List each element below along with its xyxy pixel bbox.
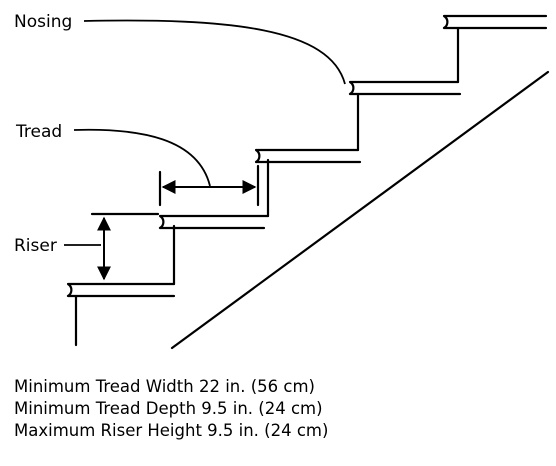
tread-label: Tread: [15, 122, 62, 142]
nosing-leader-line: [83, 19, 346, 85]
tread-leader-line: [73, 128, 211, 187]
min-tread-width-text: Minimum Tread Width 22 in. (56 cm): [14, 377, 315, 396]
stair-step-2: [158, 158, 270, 230]
nosing-label: Nosing: [14, 12, 72, 32]
stair-step-4: [348, 26, 462, 96]
stair-step-1: [66, 224, 176, 347]
min-tread-depth-text: Minimum Tread Depth 9.5 in. (24 cm): [14, 399, 323, 418]
stair-requirements-list: Minimum Tread Width 22 in. (56 cm) Minim…: [14, 376, 328, 442]
riser-label: Riser: [14, 236, 57, 256]
max-riser-height-text: Maximum Riser Height 9.5 in. (24 cm): [14, 421, 329, 440]
stringer-line: [170, 70, 550, 350]
stair-step-3: [254, 92, 362, 164]
stair-step-5: [442, 14, 548, 30]
